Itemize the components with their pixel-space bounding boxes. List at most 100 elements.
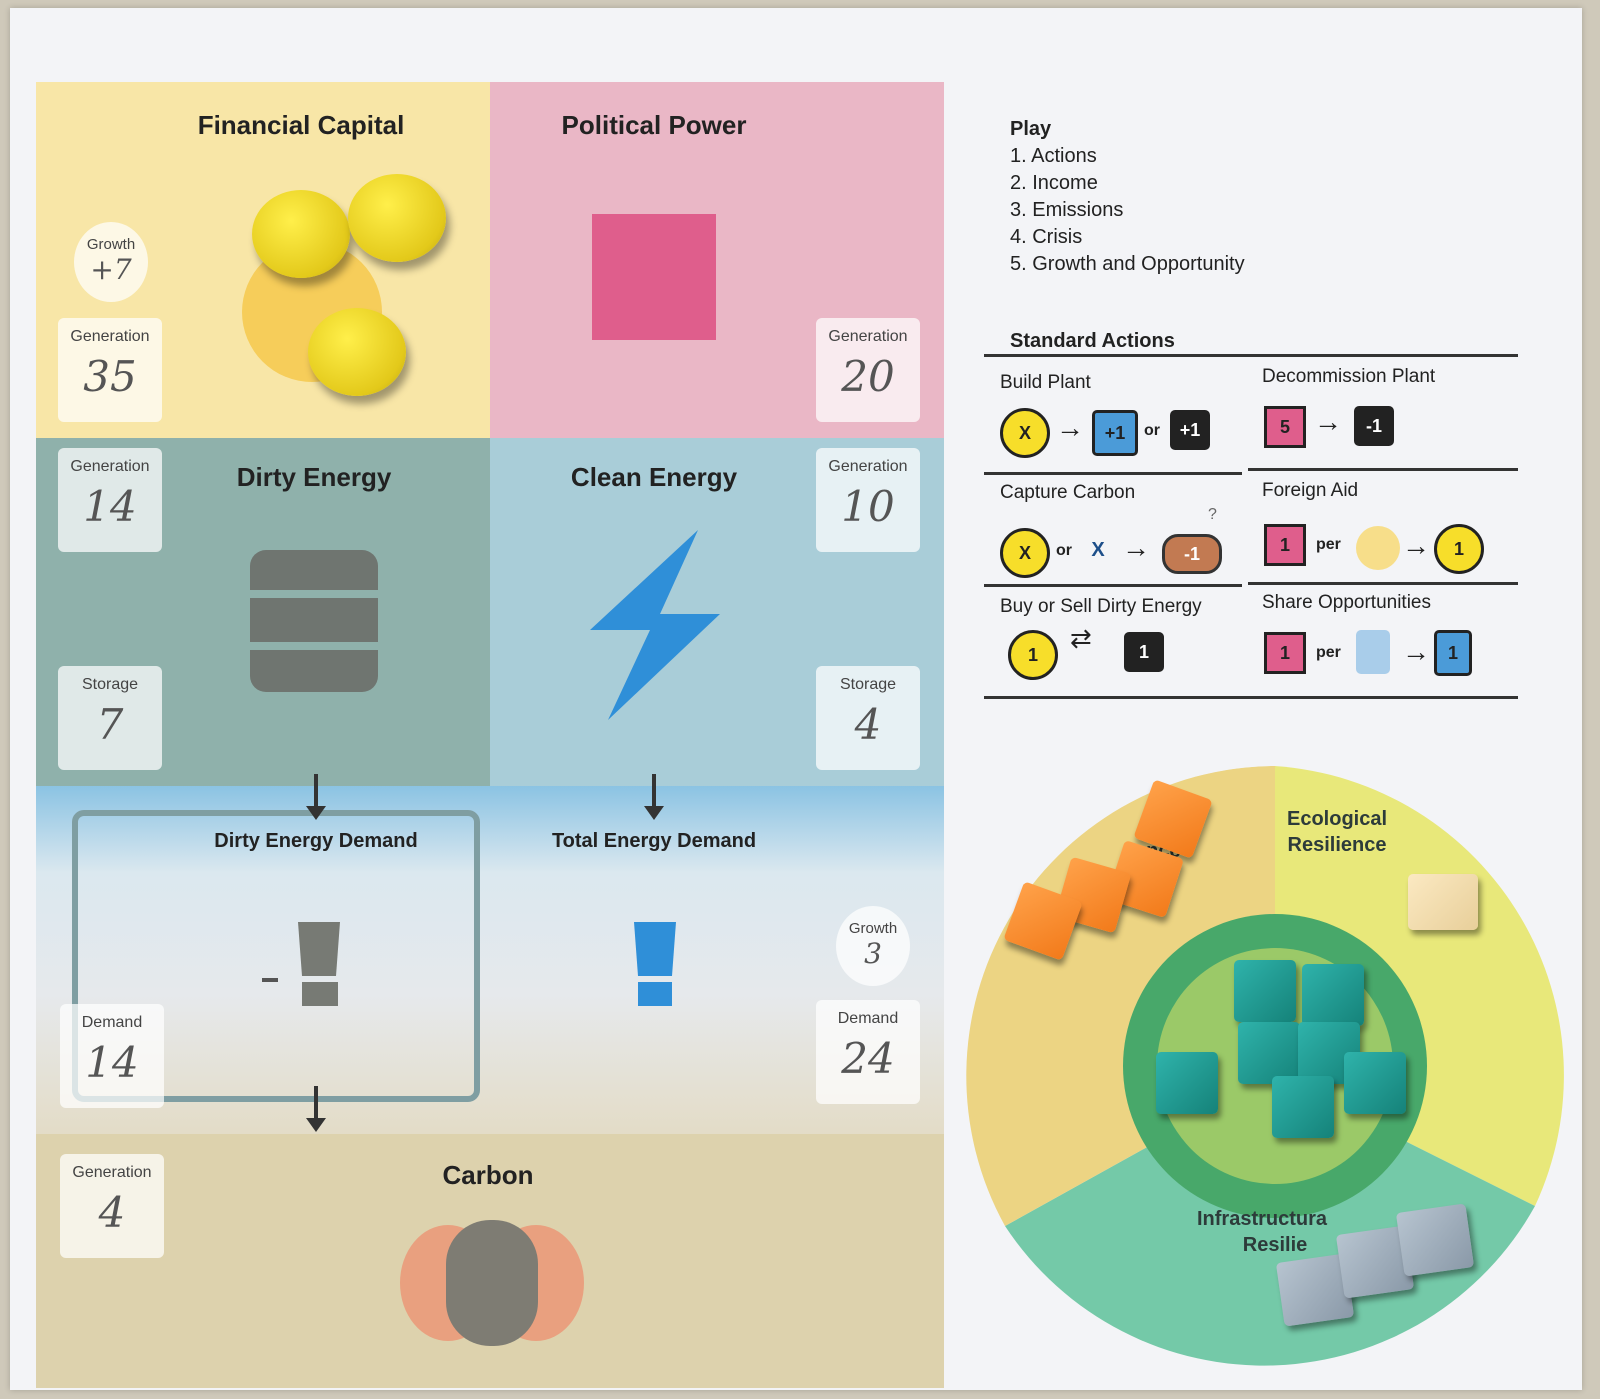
coin-x-icon: X (1000, 528, 1050, 578)
dirty-energy-title: Dirty Energy (236, 462, 392, 492)
growth-value: +7 (90, 253, 132, 286)
per-text: per (1316, 536, 1341, 553)
decommission-plant-label: Decommission Plant (1262, 366, 1436, 387)
financial-growth-badge: Growth +7 (74, 222, 148, 302)
play-heading: Play (1010, 118, 1052, 140)
teal-cube[interactable] (1238, 1022, 1300, 1084)
divider (984, 696, 1518, 699)
infra-line-2: Resilie (1242, 1234, 1308, 1256)
arrow-right-icon: → (1122, 532, 1150, 563)
dirty-energy-icon: 1 (1124, 632, 1164, 672)
demand-value: 14 (85, 1038, 139, 1087)
storage-value: 4 (854, 700, 882, 749)
carbon-generation-note: Generation 4 (60, 1154, 164, 1258)
carbon-token-icon: -1 (1162, 534, 1222, 574)
political-generation-note: Generation 20 (816, 318, 920, 422)
generation-label: Generation (828, 458, 908, 475)
or-text: or (1056, 542, 1072, 559)
political-cost-icon: 1 (1264, 632, 1306, 674)
demand-label: Demand (837, 1010, 899, 1027)
total-demand-note: Demand 24 (816, 1000, 920, 1104)
total-energy-demand-title: Total Energy Demand (551, 830, 757, 852)
total-growth-badge: Growth 3 (836, 906, 910, 986)
per-text: per (1316, 644, 1341, 661)
clean-storage-note: Storage 4 (816, 666, 920, 770)
generation-label: Generation (72, 1164, 152, 1181)
clean-energy-zone: Clean Energy Generation 10 Storage 4 (490, 438, 944, 786)
dirty-storage-note: Storage 7 (58, 666, 162, 770)
turn-order: Play 1. Actions 2. Income 3. Emissions 4… (1010, 116, 1245, 278)
carbon-zone: Carbon Generation 4 (36, 1134, 944, 1388)
question-mark: ? (1208, 506, 1217, 523)
storage-label: Storage (839, 676, 897, 693)
share-opportunities-label: Share Opportunities (1262, 592, 1431, 613)
infra-line-1: Infrastructura (1197, 1208, 1328, 1230)
divider (1248, 468, 1518, 471)
divider (984, 584, 1242, 587)
dirty-demand-note: Demand 14 (60, 1004, 164, 1108)
dirty-demand-frame (72, 810, 480, 1102)
money-token[interactable] (252, 190, 350, 278)
play-step: 4. Crisis (1010, 226, 1083, 248)
carbon-cloud-icon (400, 1220, 584, 1346)
dirty-plant-icon: -1 (1354, 406, 1394, 446)
standard-actions-heading: Standard Actions (1010, 330, 1175, 352)
growth-label: Growth (86, 236, 136, 253)
dirty-generation-note: Generation 14 (58, 448, 162, 552)
main-board: Financial Capital Growth +7 Generation 3… (36, 82, 944, 1388)
generation-value: 20 (841, 352, 895, 401)
political-cost-icon: 1 (1264, 524, 1306, 566)
lightning-bolt-icon (590, 530, 720, 720)
ecological-resilience-label: Ecological Resilience (1286, 808, 1388, 856)
storage-label: Storage (81, 676, 139, 693)
generation-label: Generation (70, 328, 150, 345)
financial-capital-zone: Financial Capital Growth +7 Generation 3… (36, 82, 490, 438)
generation-value: 10 (841, 482, 895, 531)
arrow-down-icon (644, 774, 664, 820)
play-step: 1. Actions (1010, 145, 1097, 167)
faded-coin-icon (1356, 526, 1400, 570)
storage-value: 7 (96, 700, 124, 749)
political-square-icon (592, 214, 716, 340)
teal-cube[interactable] (1234, 960, 1296, 1022)
generation-value: 4 (98, 1188, 126, 1237)
political-power-zone: Political Power Generation 20 (490, 82, 944, 438)
divider (984, 354, 1518, 357)
arrow-down-icon (306, 774, 326, 820)
or-text: or (1144, 422, 1160, 439)
dirty-energy-zone: Dirty Energy Generation 14 Storage 7 (36, 438, 490, 786)
foreign-aid-label: Foreign Aid (1262, 480, 1359, 501)
demand-value: 24 (841, 1034, 895, 1083)
generation-value: 14 (83, 482, 137, 531)
teal-cube[interactable] (1272, 1076, 1334, 1138)
buy-sell-dirty-energy-label: Buy or Sell Dirty Energy (1000, 596, 1202, 617)
growth-value: 3 (864, 937, 882, 970)
dirty-plant-icon: +1 (1170, 410, 1210, 450)
clean-energy-title: Clean Energy (570, 462, 738, 492)
arrow-right-icon: → (1314, 406, 1342, 437)
financial-generation-note: Generation 35 (58, 318, 162, 422)
play-step: 2. Income (1010, 172, 1098, 194)
divider (1248, 582, 1518, 585)
coin-icon: 1 (1008, 630, 1058, 680)
wooden-cube[interactable] (1408, 874, 1478, 930)
dirty-energy-demand-title: Dirty Energy Demand (214, 830, 418, 852)
game-board-sheet: Financial Capital Growth +7 Generation 3… (10, 8, 1582, 1390)
political-power-title: Political Power (561, 110, 747, 140)
political-cost-icon: 5 (1264, 406, 1306, 448)
arrow-right-icon: → (1056, 412, 1084, 443)
money-token[interactable] (308, 308, 406, 396)
teal-cube[interactable] (1302, 964, 1364, 1026)
coin-icon: 1 (1434, 524, 1484, 574)
opportunity-card-icon: 1 (1434, 630, 1472, 676)
generation-label: Generation (828, 328, 908, 345)
energy-demand-zone: Dirty Energy Demand Total Energy Demand … (36, 774, 944, 1134)
dirty-demand-meter-icon (262, 922, 340, 1006)
teal-cube[interactable] (1344, 1052, 1406, 1114)
play-step: 3. Emissions (1010, 199, 1124, 221)
growth-label: Growth (848, 920, 898, 937)
money-token[interactable] (348, 174, 446, 262)
grey-cube[interactable] (1395, 1203, 1475, 1277)
teal-cube[interactable] (1156, 1052, 1218, 1114)
capture-carbon-label: Capture Carbon (1000, 482, 1136, 503)
